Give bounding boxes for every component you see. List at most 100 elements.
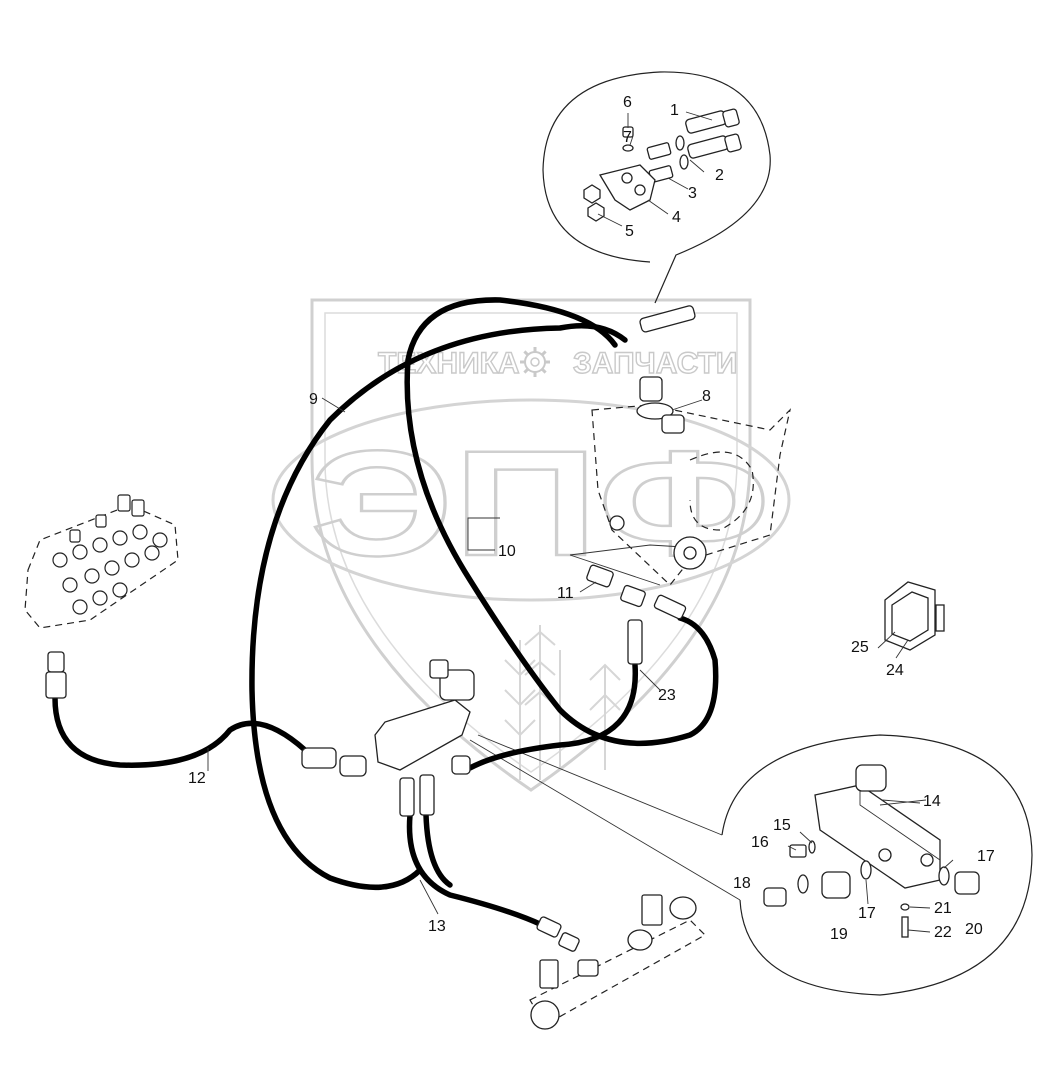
elbow-fitting-icon: [451, 755, 471, 775]
watermark-word-left: ТЕХНИКА: [378, 347, 520, 380]
callout-18: 18: [733, 875, 751, 892]
elbow-fitting-icon: [339, 755, 367, 777]
solenoid-coil-icon: [855, 764, 887, 792]
callout-17a: 17: [977, 848, 995, 865]
adapter-icon: [646, 142, 672, 160]
quick-coupling-icon: [685, 108, 742, 159]
hose-end-icon: [536, 916, 562, 938]
callout-8: 8: [702, 388, 711, 405]
watermark-oval: [271, 398, 791, 602]
port-icon: [627, 929, 653, 951]
callout-15: 15: [773, 817, 791, 834]
bracket-hole-icon: [621, 172, 633, 184]
hose-end-icon: [301, 747, 337, 769]
hose-end-icon: [399, 777, 415, 817]
coupling-group-icon: [639, 305, 696, 333]
switch-terminal-icon: [935, 604, 945, 632]
callout-16: 16: [751, 834, 769, 851]
washer-icon: [900, 903, 910, 911]
callout-21: 21: [934, 900, 952, 917]
hose-end-icon: [653, 594, 687, 620]
watermark-wheat: [504, 625, 621, 780]
o-ring-icon: [675, 135, 685, 151]
fitting-icon: [954, 871, 980, 895]
nut-icon: [587, 202, 605, 222]
hydraulic-cylinder: [529, 894, 706, 1030]
callout-12: 12: [188, 770, 206, 787]
watermark-shield-inner: [324, 312, 738, 773]
valve-block-icon: [374, 699, 471, 771]
hose-13: [406, 812, 545, 928]
control-valve-block: [24, 494, 179, 699]
callout-5: 5: [625, 223, 634, 240]
o-ring-icon: [938, 866, 950, 886]
solenoid-coil-icon: [439, 669, 475, 701]
callout-24: 24: [886, 662, 904, 679]
washer-icon: [622, 144, 634, 152]
fitting-icon: [763, 887, 787, 907]
callout-17b: 17: [858, 905, 876, 922]
watermark-word-right: ЗАПЧАСТИ: [573, 347, 737, 380]
hose-end-icon: [47, 651, 65, 673]
bracket-hole-icon: [634, 184, 646, 196]
detail-bubble-coupling: [542, 71, 771, 304]
callout-labels: 1 2 3 4 5 6 7 8 9 10 11 12 13 14 15 16 1…: [188, 94, 995, 943]
port-icon: [609, 515, 625, 531]
port-icon: [920, 853, 934, 867]
gear-icon: [520, 347, 550, 377]
leader-line: [787, 799, 954, 933]
callout-9: 9: [309, 391, 318, 408]
fitting-icon: [821, 871, 851, 899]
elbow-fitting-icon: [620, 584, 646, 608]
elbow-fitting-icon: [661, 414, 685, 434]
nut-icon: [583, 184, 601, 204]
callout-7: 7: [623, 129, 632, 146]
detail-bubble-valve: [469, 734, 1033, 996]
callout-3: 3: [688, 185, 697, 202]
filler-cap-icon: [639, 376, 663, 402]
callout-13: 13: [428, 918, 446, 935]
bracket-icon: [539, 959, 559, 989]
hose-13b: [423, 812, 453, 888]
hose-end-icon: [45, 671, 67, 699]
hydraulic-hoses: [52, 297, 719, 928]
hose-9-loop: [249, 323, 628, 891]
hose-23: [467, 662, 638, 771]
selector-valve: [301, 659, 475, 817]
hose-9: [404, 297, 719, 747]
fitting-icon: [586, 564, 614, 588]
solenoid-coil-icon: [429, 659, 449, 679]
valve-block-outline: [24, 504, 179, 629]
detail-bubble-outline: [542, 71, 771, 304]
callout-25: 25: [851, 639, 869, 656]
o-ring-icon: [679, 154, 689, 170]
fitting-icon: [558, 932, 580, 952]
plug-icon: [789, 844, 807, 858]
callout-1: 1: [670, 102, 679, 119]
housing-outline: [591, 404, 792, 586]
switch-button-icon: [891, 591, 929, 642]
pto-shaft-icon: [683, 546, 697, 560]
screw-icon: [901, 916, 909, 938]
leader-line: [579, 581, 597, 593]
valve-spool-icons: [52, 494, 168, 615]
hose-end-icon: [627, 619, 643, 665]
callout-4: 4: [672, 209, 681, 226]
callout-10: 10: [498, 543, 516, 560]
port-icon: [669, 896, 697, 920]
leader-line: [207, 397, 927, 915]
callout-20: 20: [965, 921, 983, 938]
bracket-icon: [598, 164, 656, 211]
leader-line: [877, 631, 909, 659]
detail-bubble-outline: [721, 734, 1033, 996]
callout-14: 14: [923, 793, 941, 810]
callout-23: 23: [658, 687, 676, 704]
cylinder-end-icon: [530, 1000, 560, 1030]
callout-6: 6: [623, 94, 632, 111]
hose-end-icon: [419, 774, 435, 816]
fittings-11: [579, 564, 687, 665]
leader-line: [597, 111, 713, 227]
watermark: ТЕХНИКА ЗАПЧАСТИ ЭПФ: [271, 298, 791, 792]
o-ring-icon: [808, 840, 816, 854]
